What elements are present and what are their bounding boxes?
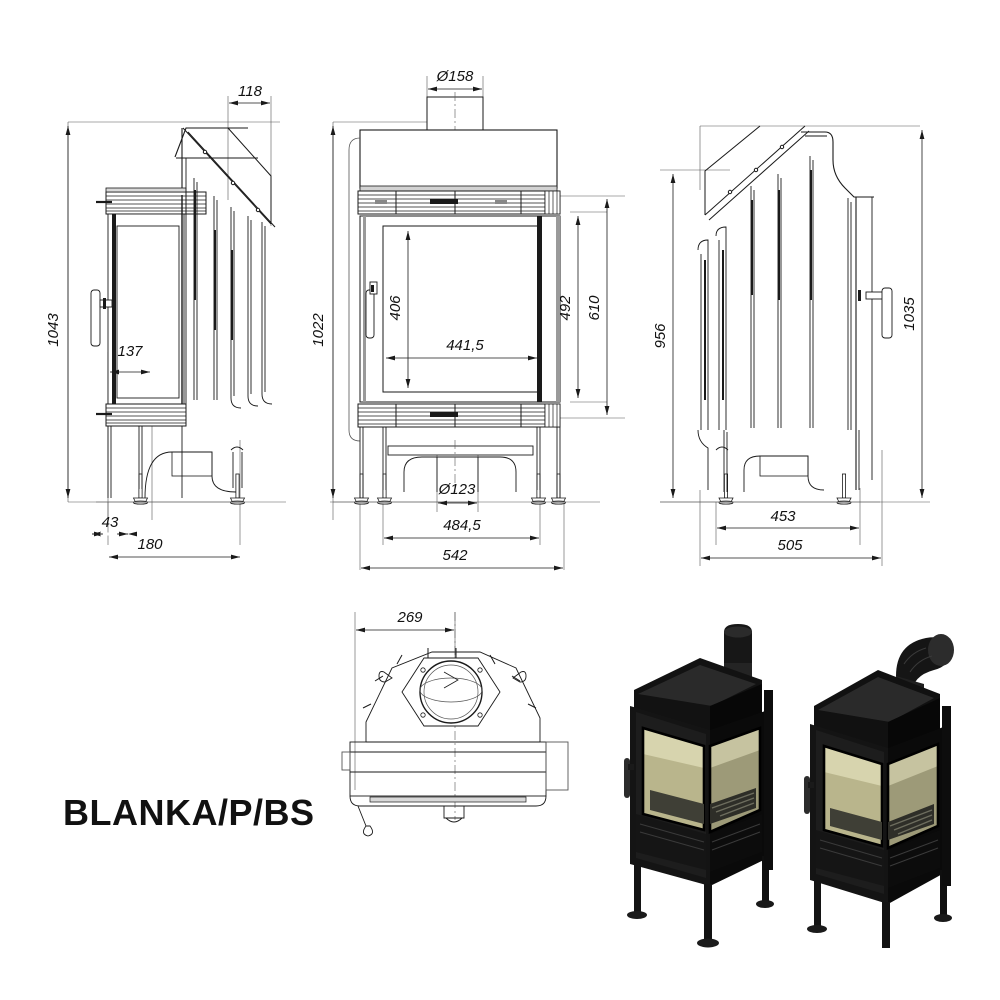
- dim-118: 118: [229, 83, 270, 106]
- dim-43: 43: [92, 514, 137, 537]
- right-fin-shadows: [704, 170, 812, 400]
- top-view: 269: [341, 609, 569, 837]
- right-deflector-arm: [704, 125, 810, 221]
- right-base-legs: [697, 429, 860, 492]
- dim-123: Ø123: [438, 481, 477, 506]
- dim-label-43: 43: [102, 514, 119, 531]
- front-view: Ø158 1022: [310, 68, 625, 571]
- left-lower-grille: [96, 403, 187, 427]
- right-side-panel: [855, 197, 893, 490]
- dim-label-118: 118: [238, 83, 263, 100]
- left-upper-grille: [96, 187, 207, 215]
- fire-grate: [650, 788, 756, 824]
- dim-label-158: Ø158: [436, 68, 474, 85]
- dim-label-542: 542: [442, 547, 468, 564]
- legs: [627, 856, 774, 948]
- door-handle: [624, 758, 634, 798]
- front-hood: [348, 129, 558, 442]
- dim-label-956: 956: [652, 323, 669, 349]
- door-handle: [804, 776, 814, 814]
- dim-label-269: 269: [396, 609, 423, 626]
- front-upper-grille: [357, 190, 561, 215]
- dim-label-4845: 484,5: [443, 517, 481, 534]
- legs: [807, 870, 952, 948]
- right-convection-fins: [697, 156, 852, 430]
- top-flue-flange: [401, 657, 501, 727]
- left-deflector-arm: [182, 127, 276, 228]
- top-latches: [378, 671, 527, 683]
- dim-label-1022: 1022: [310, 313, 327, 347]
- dim-610: 610: [586, 199, 610, 415]
- dim-453: 453: [717, 508, 859, 531]
- lower-grille-band: [816, 830, 940, 888]
- dim-label-123: Ø123: [438, 481, 476, 498]
- left-body-outline: [174, 127, 258, 195]
- rear-panel-edge: [764, 690, 773, 870]
- dim-label-180: 180: [137, 536, 163, 553]
- front-lower-grille: [357, 403, 561, 428]
- left-fin-shadows: [194, 190, 233, 340]
- dim-492: 492: [557, 216, 581, 398]
- top-front-band: [341, 741, 569, 837]
- product-photo-straight-flue: [612, 618, 812, 948]
- dim-158: Ø158: [428, 68, 482, 92]
- right-top-profile: [801, 131, 874, 198]
- left-door-handle: [90, 289, 113, 347]
- dim-label-492: 492: [557, 295, 574, 321]
- right-side-view: 956 1035: [652, 125, 930, 566]
- left-main-body: [107, 158, 187, 416]
- dim-180: 180: [109, 536, 240, 560]
- lower-grille-band: [636, 814, 762, 872]
- dim-label-406: 406: [387, 295, 404, 321]
- dim-956: 956: [652, 174, 676, 498]
- dim-label-4415: 441,5: [446, 337, 484, 354]
- dim-542: 542: [361, 547, 563, 571]
- dim-label-137: 137: [117, 343, 143, 360]
- dim-4415: 441,5: [386, 337, 537, 361]
- dim-4845: 484,5: [384, 517, 539, 541]
- dim-137: 137: [110, 343, 150, 375]
- model-name-label: BLANKA/P/BS: [63, 792, 315, 833]
- dim-label-610: 610: [586, 295, 603, 321]
- dim-269: 269: [356, 609, 454, 633]
- rear-panel-edge: [942, 706, 951, 886]
- dim-1035: 1035: [901, 130, 925, 498]
- dim-1022: 1022: [310, 126, 336, 498]
- dim-label-453: 453: [770, 508, 796, 525]
- product-photo-elbow-flue: [800, 618, 1000, 948]
- dim-505: 505: [701, 537, 881, 561]
- dim-1043: 1043: [45, 126, 71, 498]
- dim-label-505: 505: [777, 537, 803, 554]
- dim-label-1035: 1035: [901, 297, 918, 331]
- fire-grate: [830, 804, 934, 840]
- dim-label-1043: 1043: [45, 313, 62, 347]
- dim-406: 406: [387, 231, 411, 388]
- left-side-view: 1043 118: [45, 83, 286, 560]
- front-door-handle: [365, 281, 378, 339]
